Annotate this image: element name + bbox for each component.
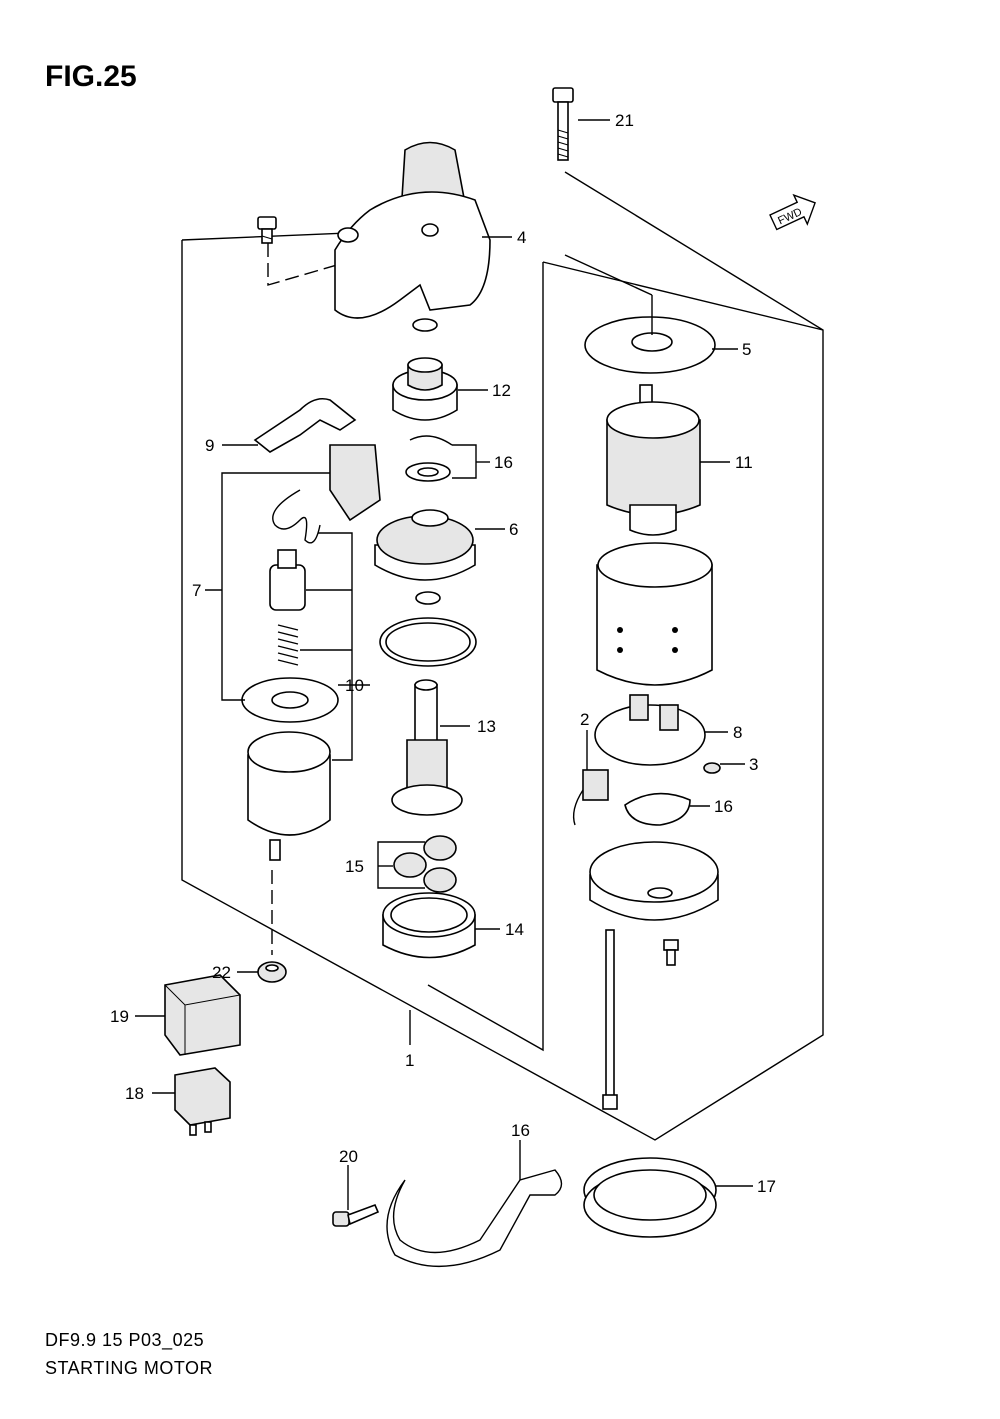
callout-23: 22	[212, 963, 231, 982]
through-bolt	[602, 929, 618, 1110]
figure-code: DF9.9 15 P03_025	[45, 1330, 205, 1350]
small-bolt	[257, 216, 277, 244]
part-8-brush-holder	[594, 694, 706, 766]
part-18-band	[583, 1157, 717, 1238]
part-22-bolt	[552, 87, 574, 161]
fwd-label: FWD	[776, 206, 804, 227]
seal-ring	[379, 591, 477, 667]
callouts: 21 4 5 12 9 16 11 6 7 10 13 2 8 3 1	[110, 111, 776, 1210]
part-11-armature	[606, 384, 701, 536]
figure-title: FIG.25	[45, 60, 137, 93]
callout-2: 2	[580, 710, 589, 729]
callout-10: 10	[345, 676, 364, 695]
callout-16-lower: 16	[714, 797, 733, 816]
callout-3: 3	[749, 755, 758, 774]
part-6-cap	[374, 509, 476, 581]
callout-20: 19	[110, 1007, 129, 1026]
part-7-group	[272, 444, 381, 544]
assembly-outline	[181, 171, 824, 1141]
part-4-housing	[334, 141, 491, 319]
part-2-lead	[572, 769, 609, 826]
callout-11: 11	[735, 453, 753, 472]
figure-name: STARTING MOTOR	[45, 1358, 214, 1378]
part-16-clips	[405, 435, 453, 482]
part-16-plate	[624, 792, 691, 826]
callout-8: 8	[733, 723, 742, 742]
small-screw	[663, 939, 679, 966]
callout-6: 6	[509, 520, 518, 539]
callout-1: 1	[405, 1051, 414, 1070]
callout-13: 13	[477, 717, 496, 736]
part-21-bolt	[332, 1203, 380, 1227]
part-3-nut	[703, 762, 721, 774]
part-12-pinion	[392, 318, 458, 421]
part-17-bracket	[386, 1169, 563, 1268]
callout-21: 20	[339, 1147, 358, 1166]
part-15-gears	[393, 835, 457, 893]
callout-17: 16	[511, 1121, 530, 1140]
callout-19: 18	[125, 1084, 144, 1103]
yoke	[596, 542, 713, 686]
part-20-relay	[164, 974, 241, 1056]
part-13-shaft	[391, 679, 463, 816]
callout-22: 21	[615, 111, 634, 130]
fwd-arrow-icon: FWD	[769, 193, 816, 231]
callout-7: 7	[192, 581, 201, 600]
part-14-ring-gear	[382, 892, 476, 959]
part-19-relay	[174, 1067, 231, 1136]
callout-15: 15	[345, 857, 364, 876]
callout-9: 9	[205, 436, 214, 455]
callout-18: 17	[757, 1177, 776, 1196]
callout-12: 12	[492, 381, 511, 400]
end-cover	[589, 841, 719, 921]
callout-4: 4	[517, 228, 526, 247]
callout-5: 5	[742, 340, 751, 359]
part-5-plate	[584, 316, 716, 374]
callout-14: 14	[505, 920, 524, 939]
part-23-nut	[257, 961, 287, 983]
part-10-solenoid	[241, 549, 339, 861]
part-9-fork	[253, 397, 357, 453]
callout-16-upper: 16	[494, 453, 513, 472]
